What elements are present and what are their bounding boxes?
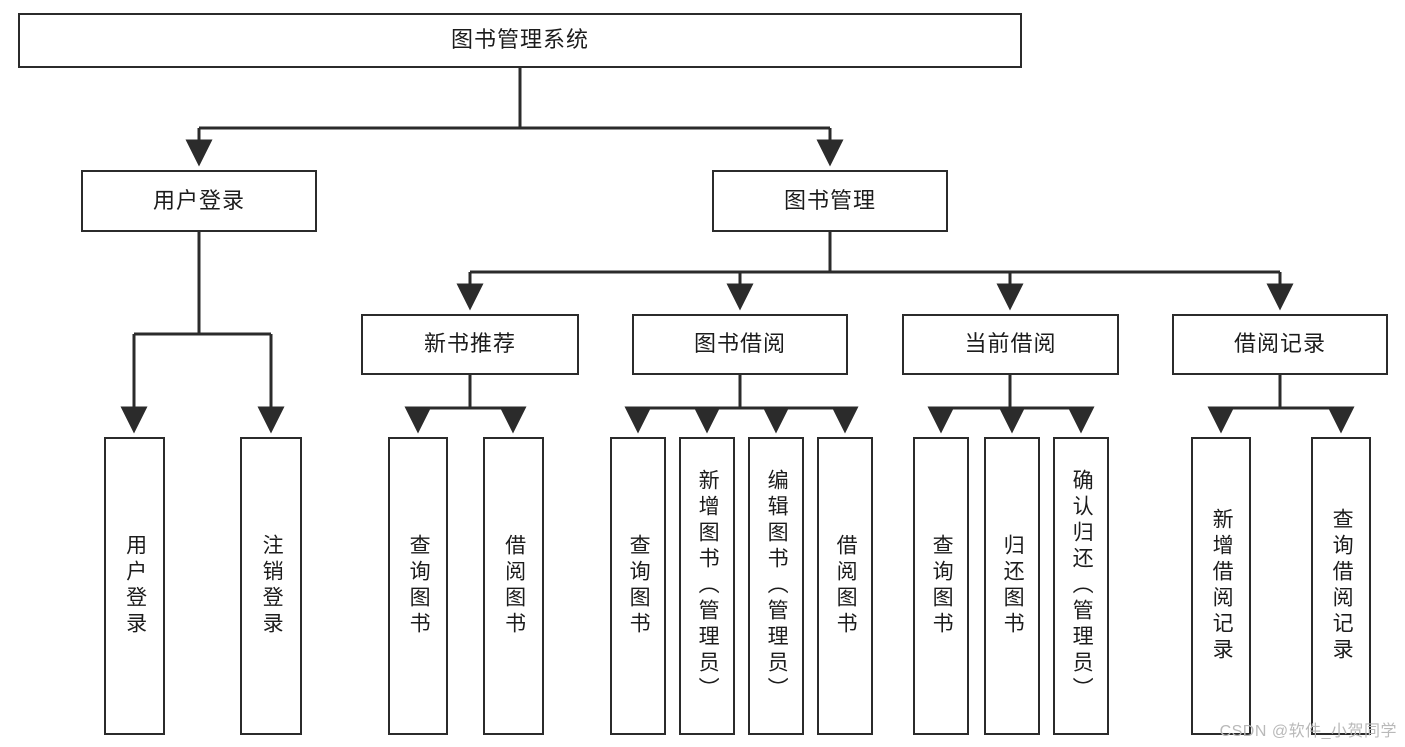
node-leaf-borrow-book-1-label: 借阅图书 bbox=[502, 534, 526, 638]
node-leaf-edit-book-label: 编辑图书（管理员） bbox=[765, 469, 789, 703]
node-leaf-return-book[interactable]: 归还图书 bbox=[984, 437, 1040, 735]
node-book-borrow[interactable]: 图书借阅 bbox=[632, 314, 848, 375]
connector-book-borrow-to-leaves bbox=[624, 375, 859, 434]
node-leaf-query-book-3[interactable]: 查询图书 bbox=[913, 437, 969, 735]
node-leaf-query-record-label: 查询借阅记录 bbox=[1330, 508, 1354, 664]
connector-user-login-to-leaves bbox=[120, 232, 285, 434]
node-book-management[interactable]: 图书管理 bbox=[712, 170, 948, 232]
connector-borrow-record-to-leaves bbox=[1207, 375, 1355, 434]
connector-new-book-recommend-to-leaves bbox=[404, 375, 527, 434]
node-book-borrow-label: 图书借阅 bbox=[693, 331, 786, 357]
node-leaf-edit-book[interactable]: 编辑图书（管理员） bbox=[748, 437, 804, 735]
node-leaf-query-book-1-label: 查询图书 bbox=[407, 534, 431, 638]
connector-book-management-to-level2 bbox=[456, 232, 1294, 311]
connector-root-to-level1 bbox=[185, 68, 844, 167]
node-leaf-borrow-book-1[interactable]: 借阅图书 bbox=[483, 437, 544, 735]
node-leaf-return-book-label: 归还图书 bbox=[1001, 534, 1025, 638]
node-borrow-record[interactable]: 借阅记录 bbox=[1172, 314, 1388, 375]
node-user-login[interactable]: 用户登录 bbox=[81, 170, 317, 232]
node-current-borrow[interactable]: 当前借阅 bbox=[902, 314, 1119, 375]
node-root-label: 图书管理系统 bbox=[450, 27, 589, 53]
node-leaf-add-record-label: 新增借阅记录 bbox=[1210, 508, 1234, 664]
node-leaf-user-login-label: 用户登录 bbox=[123, 534, 147, 638]
node-leaf-user-login[interactable]: 用户登录 bbox=[104, 437, 165, 735]
node-leaf-add-book-label: 新增图书（管理员） bbox=[696, 469, 720, 703]
node-leaf-logout[interactable]: 注销登录 bbox=[240, 437, 302, 735]
node-borrow-record-label: 借阅记录 bbox=[1233, 331, 1326, 357]
node-leaf-query-book-2[interactable]: 查询图书 bbox=[610, 437, 666, 735]
node-leaf-confirm-return[interactable]: 确认归还（管理员） bbox=[1053, 437, 1109, 735]
node-current-borrow-label: 当前借阅 bbox=[964, 331, 1057, 357]
node-leaf-confirm-return-label: 确认归还（管理员） bbox=[1070, 469, 1094, 703]
csdn-watermark: CSDN @软件_小贺同学 bbox=[1219, 723, 1397, 740]
node-new-book-recommend-label: 新书推荐 bbox=[423, 331, 516, 357]
node-leaf-logout-label: 注销登录 bbox=[260, 534, 284, 638]
node-leaf-query-record[interactable]: 查询借阅记录 bbox=[1311, 437, 1371, 735]
node-leaf-query-book-2-label: 查询图书 bbox=[627, 534, 651, 638]
node-leaf-add-book[interactable]: 新增图书（管理员） bbox=[679, 437, 735, 735]
node-leaf-borrow-book-2-label: 借阅图书 bbox=[834, 534, 858, 638]
node-leaf-query-book-1[interactable]: 查询图书 bbox=[388, 437, 448, 735]
node-leaf-query-book-3-label: 查询图书 bbox=[930, 534, 954, 638]
node-new-book-recommend[interactable]: 新书推荐 bbox=[361, 314, 579, 375]
node-root[interactable]: 图书管理系统 bbox=[18, 13, 1022, 68]
connector-current-borrow-to-leaves bbox=[927, 375, 1095, 434]
node-user-login-label: 用户登录 bbox=[152, 187, 245, 213]
node-book-management-label: 图书管理 bbox=[783, 187, 876, 213]
node-leaf-borrow-book-2[interactable]: 借阅图书 bbox=[817, 437, 873, 735]
node-leaf-add-record[interactable]: 新增借阅记录 bbox=[1191, 437, 1251, 735]
